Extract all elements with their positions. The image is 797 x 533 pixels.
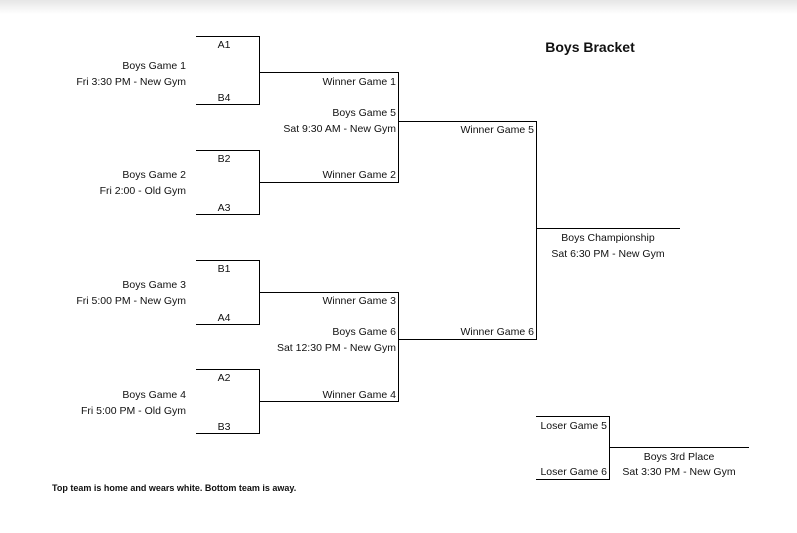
game-6-connector: [398, 292, 399, 402]
game-4-top-seed: A2: [217, 372, 231, 384]
third-bottom-line: [536, 479, 610, 480]
game-6-winner-line: [398, 339, 537, 340]
third-place-name: Boys 3rd Place: [643, 451, 715, 463]
game-2-top-seed: B2: [217, 153, 231, 165]
game-4-top-line: [196, 369, 260, 370]
game-5-time: Sat 9:30 AM - New Gym: [283, 123, 396, 135]
game-1-bottom-line: [196, 104, 260, 105]
game-3-name: Boys Game 3: [122, 279, 186, 291]
game-1-connector: [259, 36, 260, 105]
game-6-time: Sat 12:30 PM - New Gym: [276, 342, 396, 354]
footnote: Top team is home and wears white. Bottom…: [52, 483, 297, 493]
page-title: Boys Bracket: [545, 39, 635, 55]
game-5-connector: [398, 72, 399, 183]
game-4-time: Fri 5:00 PM - Old Gym: [80, 405, 186, 417]
third-place-time: Sat 3:30 PM - New Gym: [622, 466, 736, 478]
third-connector: [609, 416, 610, 480]
game-2-top-line: [196, 150, 260, 151]
game-1-time: Fri 3:30 PM - New Gym: [76, 76, 186, 88]
game-3-bottom-line: [196, 324, 260, 325]
game-4-bottom-seed: B3: [217, 421, 231, 433]
game-3-top-seed: B1: [217, 263, 231, 275]
game-4-name: Boys Game 4: [122, 389, 186, 401]
third-top-team: Loser Game 5: [540, 420, 607, 432]
top-shadow-bar: [0, 0, 797, 14]
game-5-winner-line: [398, 121, 537, 122]
game-6-name: Boys Game 6: [332, 326, 396, 338]
game-5-name: Boys Game 5: [332, 107, 396, 119]
game-1-top-line: [196, 36, 260, 37]
game-1-name: Boys Game 1: [122, 60, 186, 72]
game-3-bottom-seed: A4: [217, 312, 231, 324]
game-4-winner-line: [259, 401, 399, 402]
game-6-winner: Winner Game 6: [460, 326, 534, 338]
game-2-bottom-line: [196, 214, 260, 215]
game-3-top-line: [196, 260, 260, 261]
third-bottom-team: Loser Game 6: [540, 466, 607, 478]
championship-line: [536, 228, 680, 229]
third-top-line: [536, 416, 610, 417]
game-1-top-seed: A1: [217, 39, 231, 51]
championship-name: Boys Championship: [561, 232, 655, 244]
championship-time: Sat 6:30 PM - New Gym: [551, 248, 665, 260]
game-3-time: Fri 5:00 PM - New Gym: [76, 295, 186, 307]
game-3-winner-line: [259, 292, 399, 293]
third-place-line: [609, 447, 749, 448]
game-2-time: Fri 2:00 - Old Gym: [99, 185, 186, 197]
game-2-bottom-seed: A3: [217, 202, 231, 214]
game-2-winner-line: [259, 182, 399, 183]
game-5-winner: Winner Game 5: [460, 124, 534, 136]
championship-connector: [536, 121, 537, 340]
game-4-bottom-line: [196, 433, 260, 434]
game-2-name: Boys Game 2: [122, 169, 186, 181]
game-1-winner: Winner Game 1: [322, 76, 396, 88]
game-1-bottom-seed: B4: [217, 92, 231, 104]
game-2-winner: Winner Game 2: [322, 169, 396, 181]
game-3-winner: Winner Game 3: [322, 295, 396, 307]
game-1-winner-line: [259, 72, 399, 73]
game-4-winner: Winner Game 4: [322, 389, 396, 401]
